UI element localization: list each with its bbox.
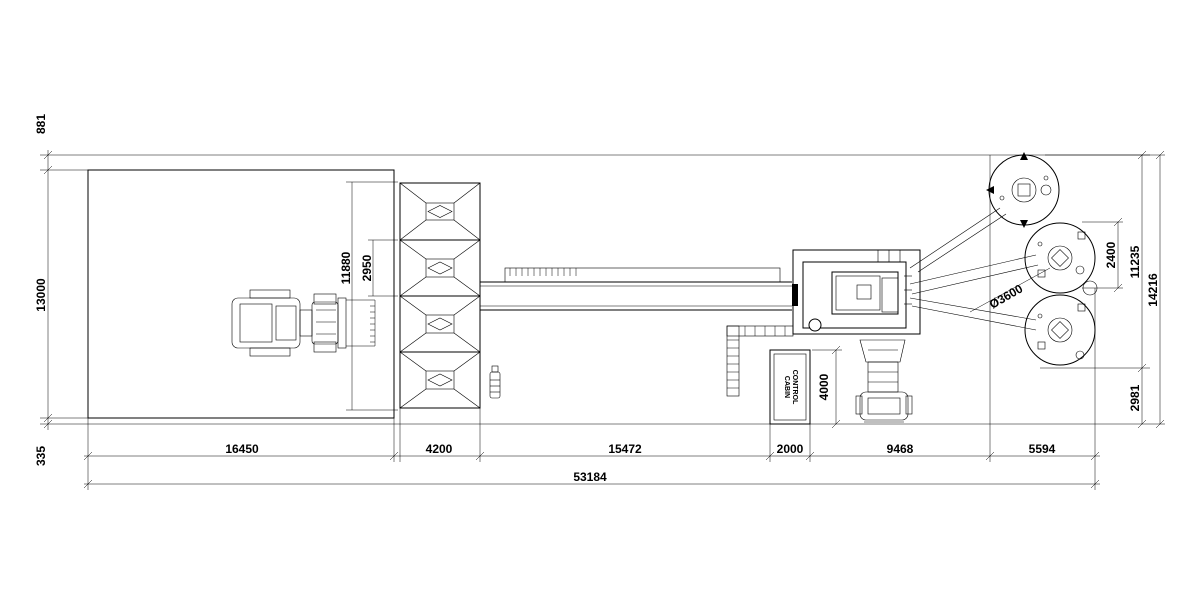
wheel-loader: [231, 289, 376, 357]
dim-silo-diameter: Ø3600: [987, 281, 1025, 311]
access-stairs: [726, 325, 794, 397]
bottom-dimensions: 16450 4200 15472 2000 9468 5594 53184: [83, 155, 1100, 490]
dim-silo-bottom-offset: 2981: [1128, 384, 1142, 411]
silo-1: [986, 152, 1060, 228]
dim-seg-conveyor: 15472: [608, 442, 642, 456]
cement-silos: Ø3600 2400: [969, 152, 1123, 366]
mixing-plant: [792, 249, 921, 335]
hopper-bin-3: [399, 295, 481, 353]
dim-cabin-height: 4000: [817, 373, 831, 400]
dim-total-width: 14216: [1146, 273, 1160, 307]
truck-mixer: [855, 339, 913, 423]
belt-conveyor: [480, 267, 798, 311]
reference-lines: [40, 154, 1165, 425]
hopper-bin-1: [399, 182, 481, 241]
aggregate-stockyard: 11880 2950: [87, 169, 398, 419]
dim-seg-stockyard: 16450: [225, 442, 259, 456]
hopper-bin-2: [399, 239, 481, 297]
dim-left-height: 13000: [34, 278, 48, 312]
silo-2: [1024, 222, 1098, 296]
dim-hopper-spacing: 2950: [360, 254, 374, 281]
dim-stockyard-depth: 11880: [339, 251, 353, 284]
control-cabin: CONTROL CABIN 4000: [769, 345, 842, 429]
dim-top-offset: 881: [34, 114, 48, 134]
screw-conveyors: [909, 207, 1039, 331]
left-dimensions: 881 13000 335: [34, 114, 53, 466]
walkway-handrail-ticks: [509, 268, 577, 276]
dim-seg-plant: 9468: [887, 442, 914, 456]
aggregate-hoppers: [399, 182, 481, 409]
hopper-bin-4: [399, 351, 481, 409]
pump-unit: [489, 365, 501, 399]
dim-bottom-offset: 335: [34, 446, 48, 466]
dim-seg-cabin: 2000: [777, 442, 804, 456]
control-cabin-label-line2: CABIN: [783, 376, 790, 398]
dim-silo-spacing: 2400: [1104, 241, 1118, 268]
dim-seg-silos: 5594: [1029, 442, 1056, 456]
right-dimensions: 11235 2981 14216: [1128, 150, 1165, 429]
dim-total-length: 53184: [573, 470, 607, 484]
control-cabin-label-line1: CONTROL: [791, 370, 798, 405]
dim-silo-span: 11235: [1128, 245, 1142, 278]
dim-seg-hoppers: 4200: [426, 442, 453, 456]
